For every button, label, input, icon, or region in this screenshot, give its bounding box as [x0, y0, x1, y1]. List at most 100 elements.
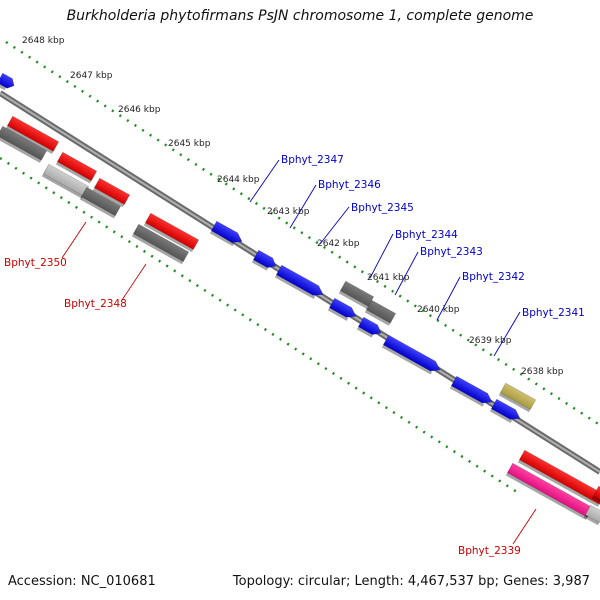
- gene-shape: [252, 249, 277, 268]
- scale-ticks: 2648 kbp 2647 kbp 2646 kbp 2645 kbp 2644 kbp…: [0, 36, 600, 496]
- gene-shape: [328, 297, 357, 318]
- gene-shadow: [338, 290, 369, 309]
- gene-shadow: [381, 344, 433, 375]
- gene-shadow: [449, 385, 485, 407]
- gene-label-plus: Bphyt_2347: [281, 154, 344, 166]
- cds-light: [41, 163, 90, 199]
- gene-bphyt-2343: [356, 316, 382, 338]
- gene-label-plus: Bphyt_2343: [420, 246, 483, 258]
- gene-label-plus: Bphyt_2341: [522, 307, 585, 319]
- gene-shadow: [591, 495, 600, 504]
- gene-shape: [275, 264, 324, 296]
- gene-shadow: [489, 408, 513, 423]
- gene-red-right: [517, 449, 600, 507]
- gene-shadow: [79, 196, 116, 219]
- gene-shape: [144, 212, 200, 250]
- gene-red-edge: [591, 485, 600, 504]
- leader-line: [493, 311, 521, 357]
- gene-shadow: [55, 161, 92, 184]
- leader-line: [121, 263, 147, 301]
- scale-label: 2640 kbp: [417, 305, 460, 315]
- gene-shadow: [498, 392, 531, 413]
- gene-shape: [0, 72, 15, 89]
- leader-line: [394, 251, 419, 296]
- gene-shadow: [356, 326, 374, 338]
- feature-olive: [498, 382, 537, 413]
- cds-grey: [0, 125, 48, 163]
- gene-bphyt-2341: [449, 375, 493, 407]
- gene-bphyt-2347: [209, 220, 243, 247]
- scale-label: 2643 kbp: [267, 207, 310, 217]
- scale-label: 2642 kbp: [317, 239, 360, 249]
- scale-line-lower: [0, 156, 521, 496]
- gene-blue-right: [489, 398, 521, 423]
- cds-grey: [79, 186, 122, 219]
- gene-shape: [382, 334, 441, 372]
- gene-shadow: [143, 222, 194, 253]
- gene-shadow: [0, 82, 7, 91]
- scale-label: 2644 kbp: [217, 175, 260, 185]
- gene-blue-partial: [0, 72, 15, 91]
- gene-label-minus: Bphyt_2339: [458, 545, 521, 557]
- gene-red-2349: [55, 151, 98, 184]
- gene-label-minus: Bphyt_2350: [4, 257, 67, 269]
- gene-bphyt-2345: [274, 264, 324, 299]
- leader-line: [61, 221, 87, 259]
- gene-shadow: [583, 514, 600, 526]
- scale-label: 2641 kbp: [367, 273, 410, 283]
- gene-bphyt-2350: [5, 115, 60, 155]
- scale-label: 2639 kbp: [469, 336, 512, 346]
- gene-shape: [132, 223, 190, 263]
- leader-line: [249, 159, 280, 203]
- gene-label-plus: Bphyt_2346: [318, 179, 381, 191]
- accession-text: Accession: NC_010681: [8, 574, 156, 589]
- topology-summary: Topology: circular; Length: 4,467,537 bp…: [232, 574, 590, 589]
- gene-shadow: [364, 309, 391, 326]
- leader-line: [289, 184, 317, 229]
- leader-line: [369, 233, 394, 279]
- scale-label: 2645 kbp: [168, 139, 211, 149]
- gene-shadow: [327, 307, 349, 321]
- gene-shape: [365, 299, 397, 324]
- gene-shape: [499, 382, 537, 410]
- gene-shape: [490, 398, 521, 420]
- gene-bphyt-2346: [251, 249, 277, 271]
- gene-shadow: [131, 233, 184, 265]
- scale-line-upper: [5, 40, 600, 427]
- gene-label-minus: Bphyt_2348: [64, 298, 127, 310]
- gene-label-plus: Bphyt_2345: [351, 202, 414, 214]
- feature-labels: Bphyt_2347Bphyt_2346Bphyt_2345Bphyt_2344…: [4, 154, 585, 557]
- gene-shape: [56, 151, 98, 182]
- gene-bphyt-2344: [327, 297, 357, 321]
- gene-shadow: [209, 230, 235, 247]
- gene-red-2347b: [143, 212, 200, 253]
- scale-label: 2648 kbp: [22, 36, 65, 46]
- gene-bphyt-2342: [381, 334, 441, 375]
- gene-shape: [518, 449, 600, 505]
- gene-label-plus: Bphyt_2342: [462, 271, 525, 283]
- leader-line: [436, 276, 461, 321]
- gene-shape: [357, 316, 382, 335]
- gene-shadow: [505, 472, 588, 520]
- gene-shape: [6, 115, 60, 152]
- gene-shadow: [5, 125, 54, 155]
- gene-shape: [210, 220, 243, 243]
- gene-shadow: [41, 173, 84, 199]
- cds-grey: [364, 299, 397, 326]
- scale-label: 2646 kbp: [118, 105, 161, 115]
- gene-shadow: [517, 459, 600, 507]
- leader-line: [319, 206, 350, 245]
- gene-shadow: [0, 135, 42, 163]
- gene-shadow: [251, 259, 269, 271]
- gene-shadow: [274, 274, 316, 299]
- leader-line: [512, 508, 537, 545]
- gene-shape: [592, 485, 600, 502]
- gene-shape: [0, 125, 48, 161]
- scale-label: 2647 kbp: [70, 71, 113, 81]
- gene-red: [92, 177, 131, 208]
- gene-label-plus: Bphyt_2344: [395, 229, 458, 241]
- gene-shape: [93, 177, 131, 205]
- map-title: Burkholderia phytofirmans PsJN chromosom…: [66, 8, 534, 24]
- gene-shadow: [92, 187, 125, 208]
